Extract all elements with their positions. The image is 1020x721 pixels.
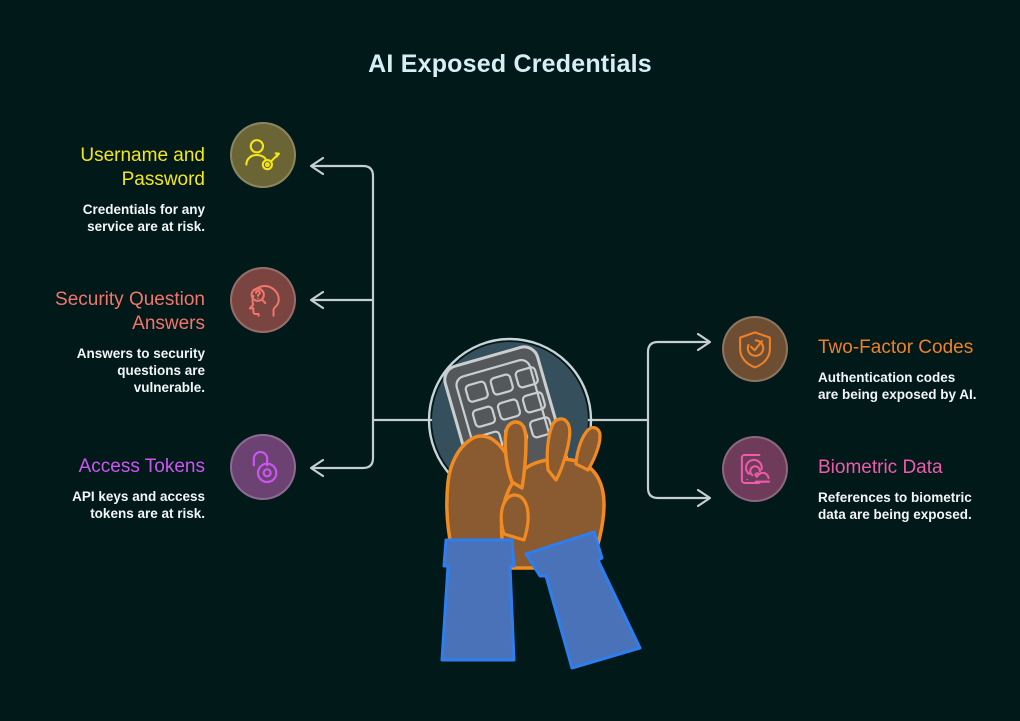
hands-holding-phone-illustration	[427, 337, 642, 670]
shield-check-icon[interactable]	[722, 316, 788, 382]
person-key-icon-glyph	[245, 139, 280, 171]
node-biometric-data-description: References to biometric data are being e…	[818, 490, 972, 522]
node-security-questions-title: Security Question Answers	[55, 289, 205, 334]
open-padlock-icon[interactable]	[230, 434, 296, 500]
node-username-password-title: Username and Password	[80, 145, 205, 190]
middle-finger	[545, 417, 572, 482]
node-two-factor-codes-title: Two-Factor Codes	[818, 337, 974, 358]
shield-check-icon-glyph	[739, 331, 771, 369]
node-username-password-description: Credentials for any service are at risk.	[82, 202, 205, 234]
index-finger	[503, 420, 528, 490]
ring-finger	[574, 425, 602, 472]
person-key-icon[interactable]	[230, 122, 296, 188]
phone-fingerprint-icon[interactable]	[722, 436, 788, 502]
left-branch-tokens	[311, 446, 375, 470]
left-sleeve	[440, 538, 516, 662]
page-title: AI Exposed Credentials	[368, 50, 652, 78]
head-question-icon[interactable]	[230, 267, 296, 333]
node-biometric-data-title: Biometric Data	[818, 457, 943, 478]
node-username-password[interactable]: Username and Password Credentials for an…	[20, 144, 205, 235]
node-security-questions-description: Answers to security questions are vulner…	[76, 346, 205, 395]
node-two-factor-codes[interactable]: Two-Factor Codes Authentication codes ar…	[818, 336, 1008, 403]
open-padlock-icon-glyph	[252, 450, 278, 484]
phone-fingerprint-icon-glyph	[740, 453, 771, 485]
head-question-icon-glyph	[248, 284, 280, 317]
left-branch-username	[311, 164, 375, 188]
node-two-factor-codes-description: Authentication codes are being exposed b…	[818, 370, 977, 402]
arrow-left-icon-username	[309, 156, 325, 176]
node-access-tokens-description: API keys and access tokens are at risk.	[72, 489, 205, 521]
node-access-tokens-title: Access Tokens	[78, 456, 205, 477]
node-access-tokens[interactable]: Access Tokens API keys and access tokens…	[20, 455, 205, 522]
node-security-questions[interactable]: Security Question Answers Answers to sec…	[20, 288, 205, 396]
arrow-left-icon-tokens	[309, 458, 325, 478]
arrow-left-icon-security	[309, 290, 325, 310]
right-sleeve	[524, 530, 642, 670]
node-biometric-data[interactable]: Biometric Data References to biometric d…	[818, 456, 1008, 523]
thumb	[499, 493, 530, 542]
left-branch-top-elbow-dummy	[361, 166, 373, 175]
